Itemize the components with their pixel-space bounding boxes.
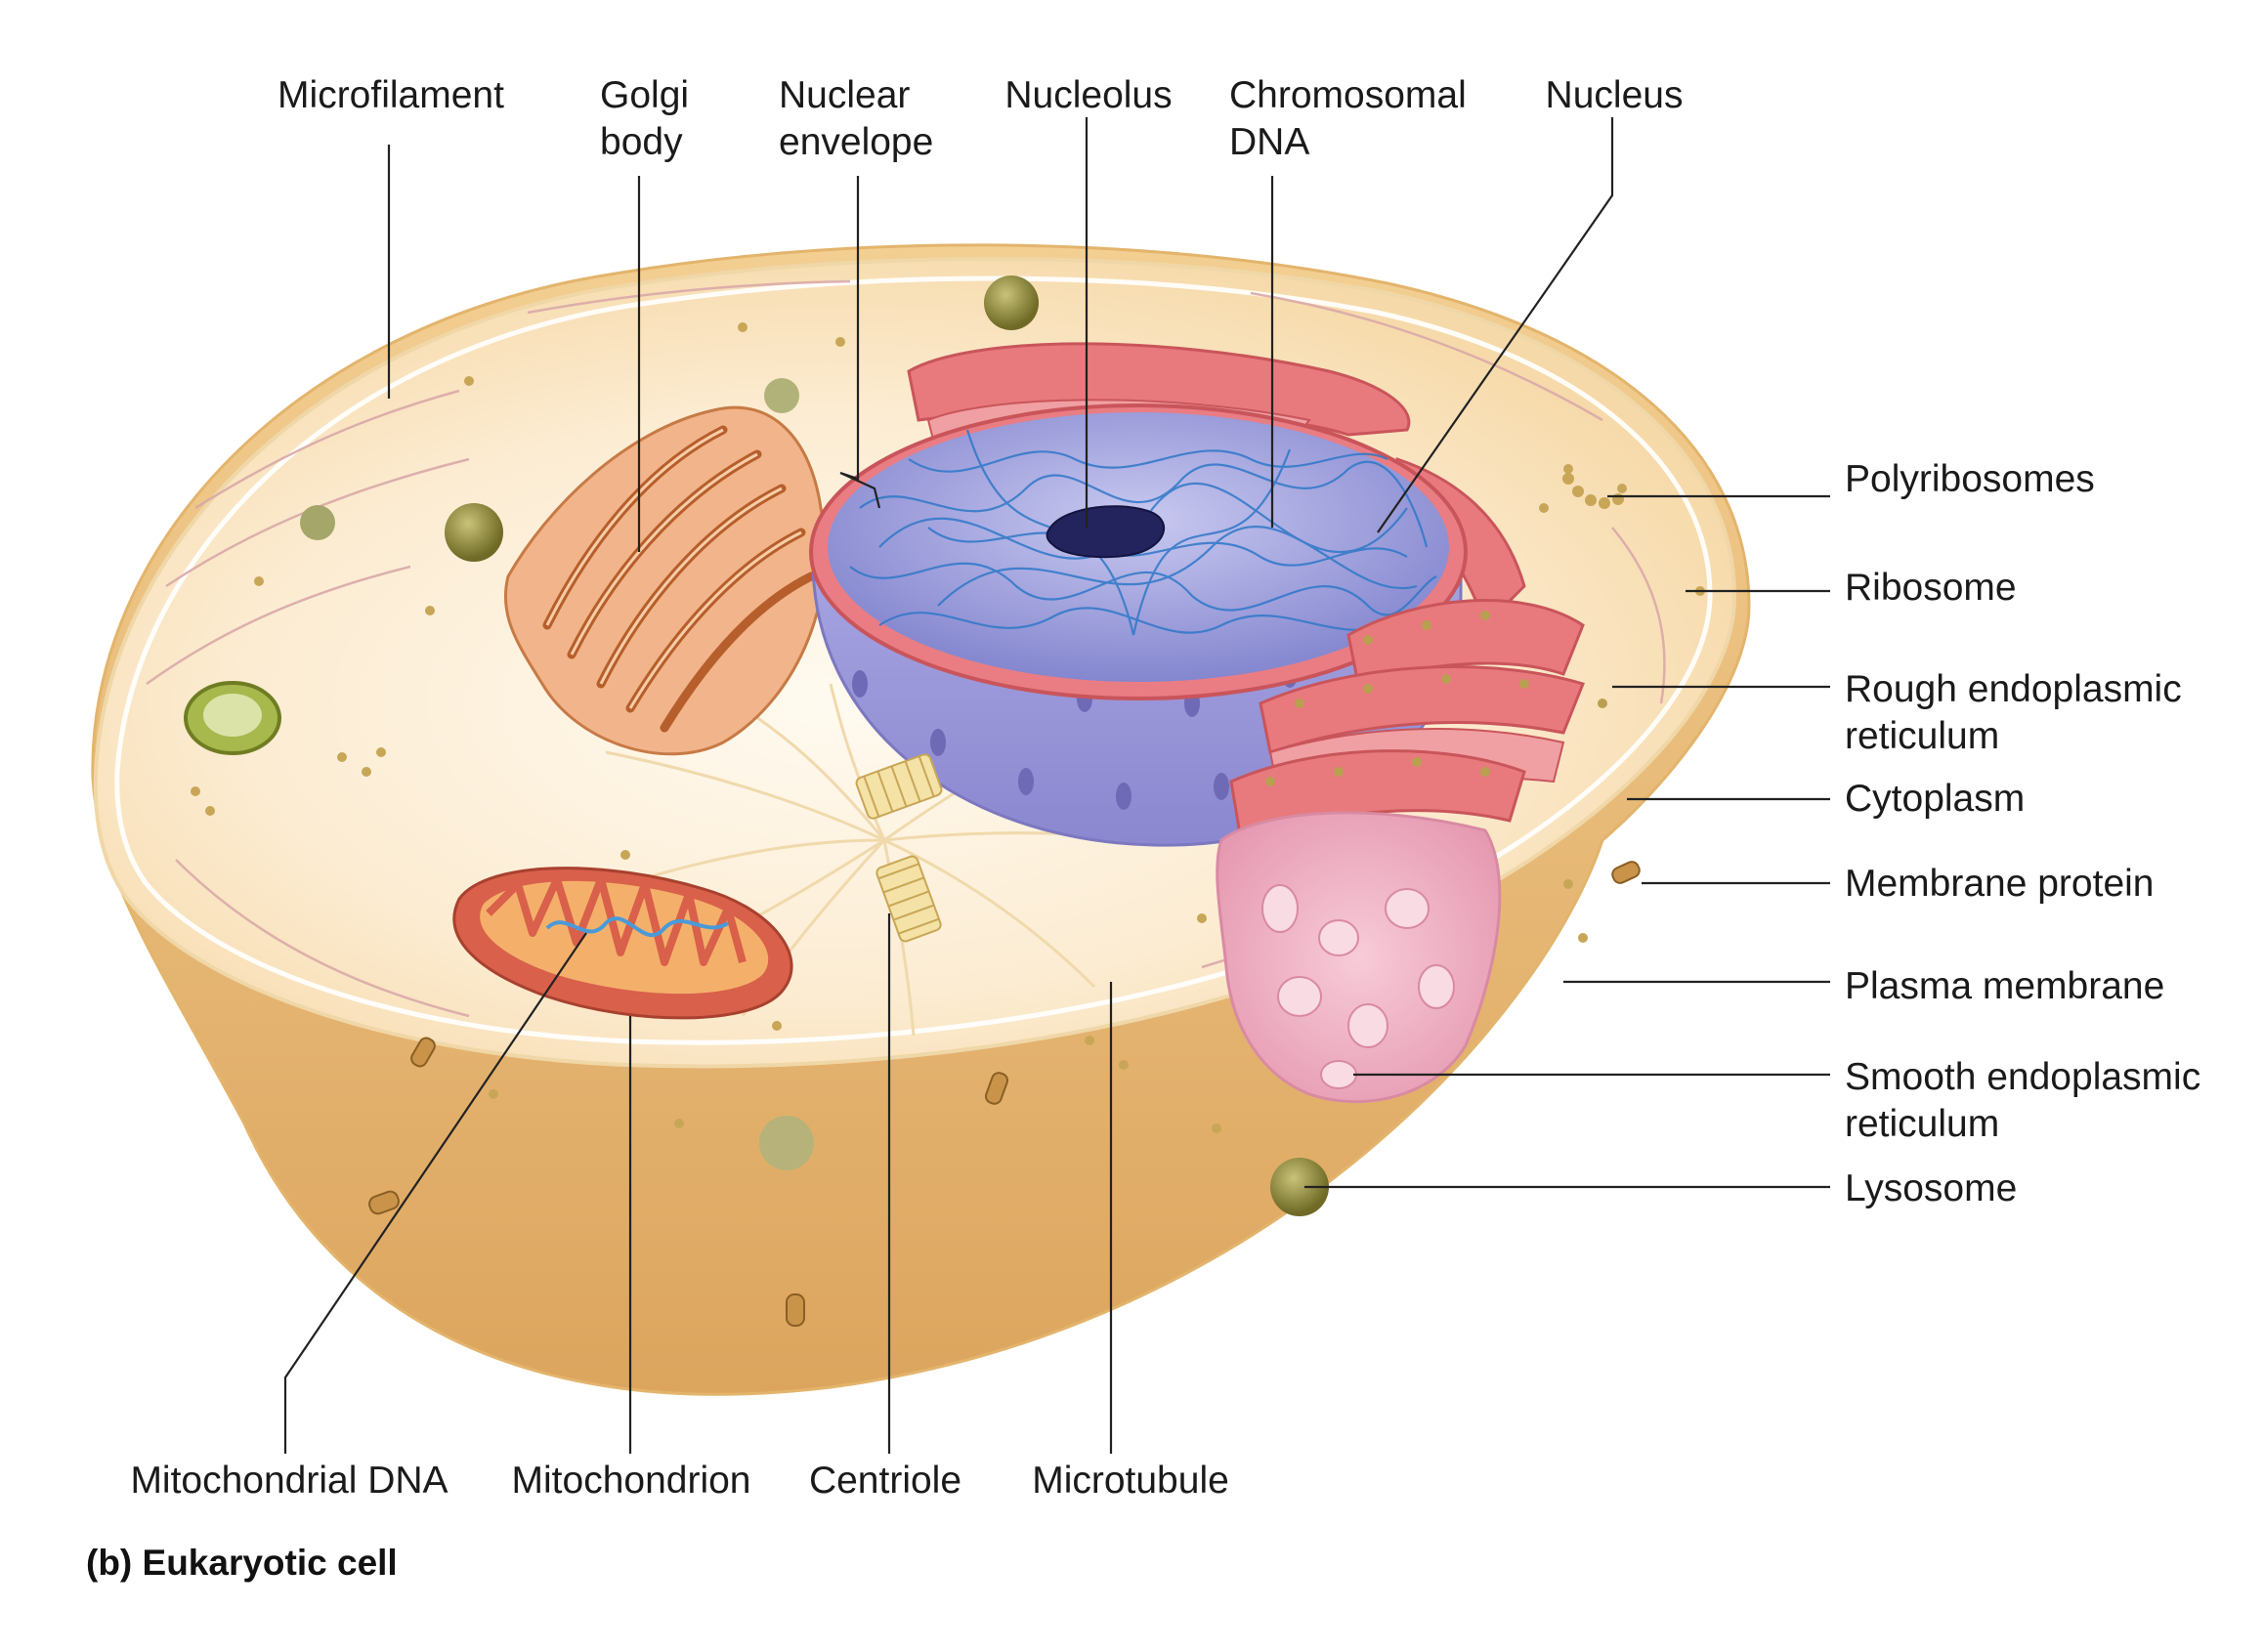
label-centriole: Centriole <box>809 1460 961 1502</box>
label-ribosome-line1: Ribosome <box>1845 567 2017 609</box>
label-nucleolus-line1: Nucleolus <box>1004 74 1172 116</box>
free-ribosomes <box>191 322 1705 1133</box>
label-nuclear-envelope-line1: Nuclear <box>779 74 910 116</box>
label-nucleolus: Nucleolus <box>1004 74 1172 116</box>
label-lysosome-line1: Lysosome <box>1845 1167 2017 1209</box>
label-membrane-protein-line1: Membrane protein <box>1845 863 2155 905</box>
label-smooth-er-line1: Smooth endoplasmic <box>1845 1056 2200 1098</box>
label-lysosome: Lysosome <box>1845 1167 2017 1209</box>
label-nucleus-line1: Nucleus <box>1546 74 1684 116</box>
label-cytoplasm-line1: Cytoplasm <box>1845 778 2025 820</box>
label-mitochondrion: Mitochondrion <box>512 1460 751 1502</box>
mitochondrial-dna-strand <box>545 916 730 938</box>
plasma-membrane-rim <box>114 275 1713 1045</box>
label-ribosome: Ribosome <box>1845 567 2017 609</box>
label-centriole-line1: Centriole <box>809 1460 961 1502</box>
lysosomes <box>184 275 1329 1216</box>
label-plasma-membrane: Plasma membrane <box>1845 965 2164 1007</box>
label-plasma-membrane-line1: Plasma membrane <box>1845 965 2164 1007</box>
label-smooth-er-line2: reticulum <box>1845 1103 1999 1145</box>
leader-nucleus <box>1377 117 1614 533</box>
smooth-er <box>1216 811 1502 1104</box>
label-chromosomal-dna-line1: Chromosomal <box>1229 74 1467 116</box>
label-mitochondrion-line1: Mitochondrion <box>512 1460 751 1502</box>
membrane-proteins <box>368 861 1641 1327</box>
leader-nuclear-envelope <box>839 176 881 509</box>
label-nucleus: Nucleus <box>1546 74 1684 116</box>
label-golgi-line2: body <box>600 121 683 163</box>
label-mitochondrial-dna: Mitochondrial DNA <box>130 1460 448 1502</box>
golgi-body <box>503 405 827 756</box>
label-chromosomal-dna: Chromosomal DNA <box>1229 74 1477 163</box>
label-nuclear-envelope: Nuclear envelope <box>779 74 933 163</box>
label-rough-er-line2: reticulum <box>1845 715 1999 757</box>
leader-mitochondrial-dna <box>283 932 587 1454</box>
label-cytoplasm: Cytoplasm <box>1845 778 2025 820</box>
mitochondrion <box>452 867 793 1020</box>
label-rough-er-line1: Rough endoplasmic <box>1845 668 2182 710</box>
label-membrane-protein: Membrane protein <box>1845 863 2155 905</box>
label-chromosomal-dna-line2: DNA <box>1229 121 1309 163</box>
nucleolus <box>1046 505 1165 559</box>
label-rough-er: Rough endoplasmic reticulum <box>1845 668 2193 757</box>
label-smooth-er: Smooth endoplasmic reticulum <box>1845 1056 2211 1145</box>
label-golgi-line1: Golgi <box>600 74 689 116</box>
centrioles <box>855 753 943 943</box>
lysosome-lower <box>1270 1158 1329 1216</box>
label-mitochondrial-dna-line1: Mitochondrial DNA <box>130 1460 448 1502</box>
figure-caption: (b) Eukaryotic cell <box>86 1543 398 1583</box>
label-polyribosomes: Polyribosomes <box>1845 458 2095 500</box>
label-golgi-body: Golgi body <box>600 74 700 163</box>
leader-lines <box>283 117 1830 1454</box>
rough-er-front <box>1229 599 1607 842</box>
label-nuclear-envelope-line2: envelope <box>779 121 933 163</box>
rough-er-ribosomes <box>1265 611 1607 786</box>
labels: Microfilament Golgi body Nuclear envelop… <box>86 74 2211 1583</box>
label-microfilament: Microfilament <box>278 74 504 116</box>
label-microtubule-line1: Microtubule <box>1032 1460 1229 1502</box>
chromatin <box>849 429 1437 636</box>
label-microfilament-line1: Microfilament <box>278 74 504 116</box>
label-polyribosomes-line1: Polyribosomes <box>1845 458 2095 500</box>
label-microtubule: Microtubule <box>1032 1460 1229 1502</box>
polyribosomes <box>1562 473 1624 509</box>
